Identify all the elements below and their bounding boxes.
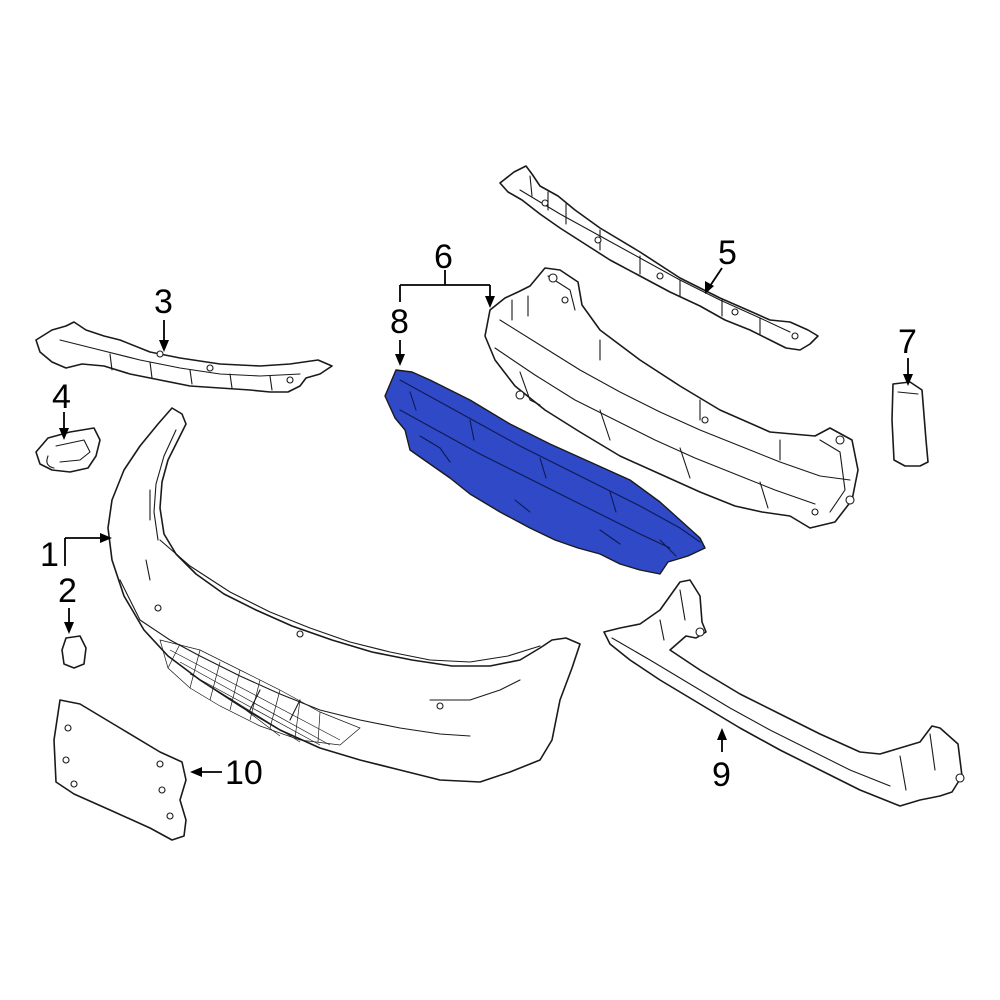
part-10-license-bracket[interactable] xyxy=(53,699,187,841)
callout-7: 7 xyxy=(898,323,917,361)
callout-labels: 1 2 3 4 5 6 7 8 9 10 xyxy=(40,234,917,794)
leader-lines xyxy=(59,267,913,777)
callout-4: 4 xyxy=(52,378,71,416)
callout-2: 2 xyxy=(58,572,77,610)
part-6-impact-bar[interactable] xyxy=(484,267,859,529)
part-8-energy-absorber[interactable] xyxy=(384,369,706,575)
part-3-bumper-bracket[interactable] xyxy=(35,321,333,393)
part-9-lower-stiffener[interactable] xyxy=(603,579,965,807)
callout-1: 1 xyxy=(40,536,59,574)
callout-8: 8 xyxy=(390,303,409,341)
part-2-cap[interactable] xyxy=(61,635,87,669)
callout-5: 5 xyxy=(718,234,737,272)
callout-6: 6 xyxy=(434,238,453,276)
part-1-bumper-cover[interactable] xyxy=(107,407,581,783)
part-5-reinforcement-bar[interactable] xyxy=(499,165,819,351)
part-7-plate[interactable] xyxy=(891,381,929,467)
part-4-clip[interactable] xyxy=(35,427,101,473)
callout-9: 9 xyxy=(712,756,731,794)
callout-3: 3 xyxy=(154,283,173,321)
callout-10: 10 xyxy=(225,754,263,792)
